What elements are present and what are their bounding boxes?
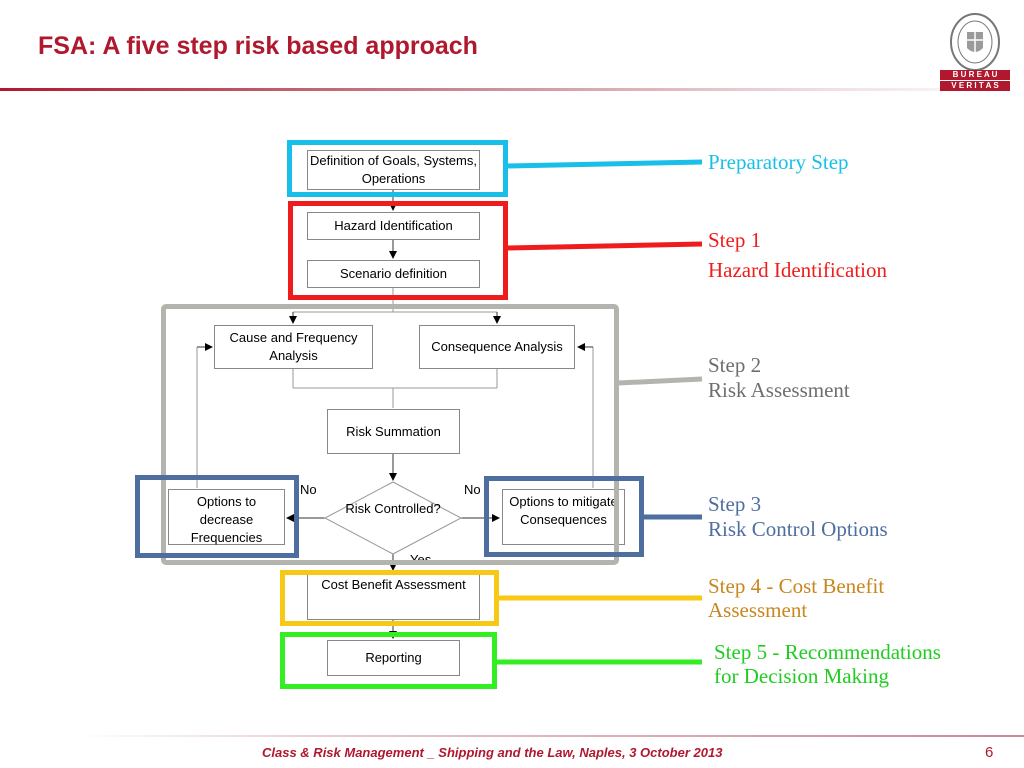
logo-line1: B U R E A U <box>952 70 998 79</box>
scenario-definition-box: Scenario definition <box>307 260 480 288</box>
prep-step-label: Preparatory Step <box>708 150 849 174</box>
step3-right-frame <box>484 476 644 557</box>
step5-frame <box>280 632 497 689</box>
step4-frame <box>280 570 499 626</box>
risk-summation-box: Risk Summation <box>327 409 460 454</box>
bureau-veritas-logo: B U R E A U V E R I T A S <box>940 10 1010 92</box>
options-frequencies-box: Options to decrease Frequencies <box>168 489 285 545</box>
slide-title: FSA: A five step risk based approach <box>38 32 478 60</box>
step5-sublabel: for Decision Making <box>714 664 889 688</box>
footer-text: Class & Risk Management _ Shipping and t… <box>262 745 723 760</box>
logo-line2: V E R I T A S <box>951 81 999 90</box>
consequence-analysis-box: Consequence Analysis <box>419 325 575 369</box>
cause-frequency-box: Cause and Frequency Analysis <box>214 325 373 369</box>
prep-frame <box>287 140 508 197</box>
step2-frame <box>161 304 619 565</box>
decision-diamond <box>323 481 463 555</box>
step1-frame <box>288 201 508 300</box>
no-right-label: No <box>464 482 481 497</box>
options-consequences-box: Options to mitigate Consequences <box>502 489 625 545</box>
step4-label: Step 4 - Cost Benefit <box>708 574 885 598</box>
no-left-label: No <box>300 482 317 497</box>
step5-label: Step 5 - Recommendations <box>714 640 941 664</box>
decision-label: Risk Controlled? <box>345 501 441 516</box>
title-divider <box>0 88 1024 91</box>
step3-label: Step 3 <box>708 492 762 516</box>
reporting-box: Reporting <box>327 640 460 676</box>
cost-benefit-box: Cost Benefit Assessment <box>307 572 480 620</box>
step1-label: Step 1 <box>708 228 762 252</box>
step4-sublabel: Assessment <box>708 598 808 622</box>
hazard-identification-box: Hazard Identification <box>307 212 480 240</box>
step2-label: Step 2 <box>708 353 762 377</box>
step3-sublabel: Risk Control Options <box>708 517 888 541</box>
step1-sublabel: Hazard Identification <box>708 258 887 282</box>
page-number: 6 <box>985 744 994 761</box>
step3-left-frame <box>135 475 299 558</box>
footer-divider <box>75 735 1024 737</box>
step2-sublabel: Risk Assessment <box>708 378 850 402</box>
goals-box: Definition of Goals, Systems, Operations <box>307 150 480 190</box>
